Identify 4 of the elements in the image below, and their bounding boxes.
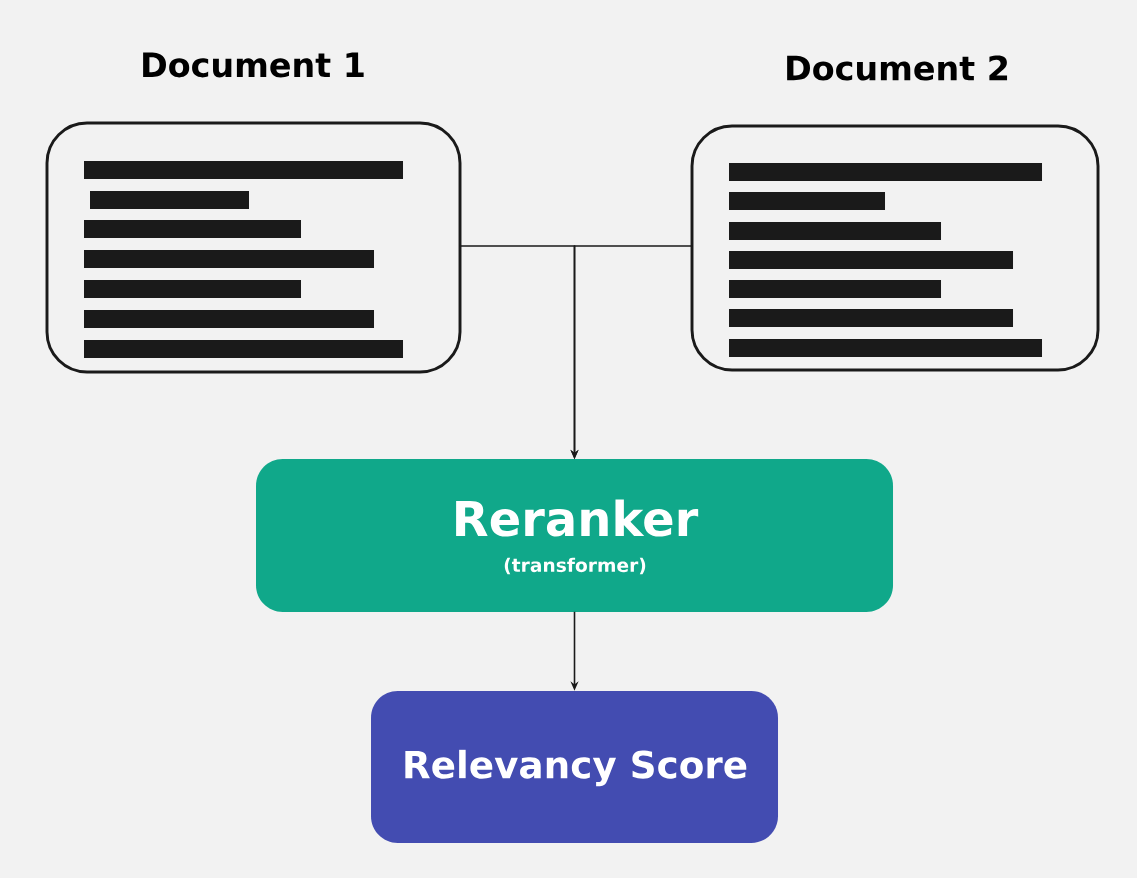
document-heading: Document 1 — [143, 52, 364, 78]
document-heading: Document 2 — [787, 55, 1008, 81]
output-box: Relevancy Score — [371, 691, 778, 843]
model-box: Reranker (transformer) — [256, 459, 893, 612]
